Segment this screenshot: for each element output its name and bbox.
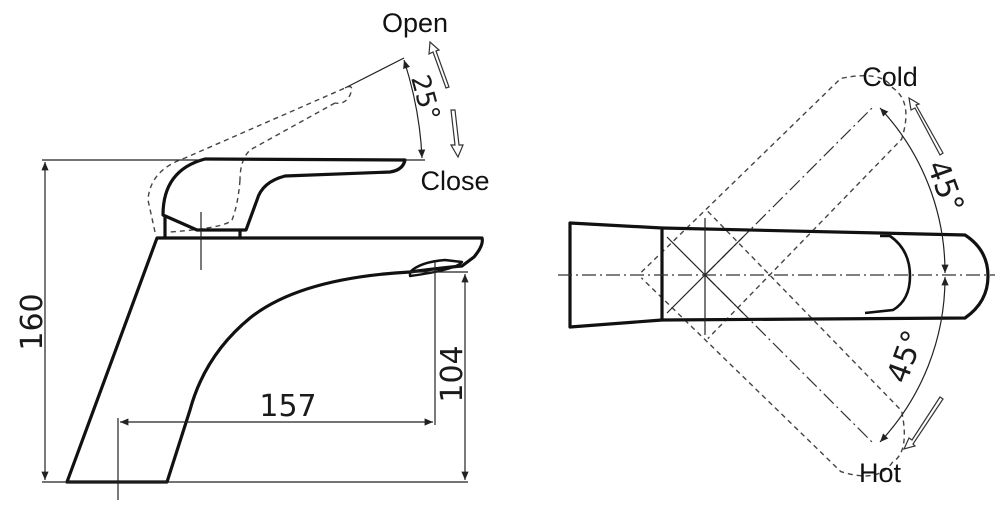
hot-angle-label: 45° <box>881 326 932 388</box>
close-label: Close <box>420 166 489 196</box>
dim-157-label: 157 <box>259 389 316 424</box>
handle-top <box>661 226 990 322</box>
aerator <box>408 258 464 278</box>
cold-angle-arc <box>879 107 949 274</box>
center-mark <box>117 212 202 500</box>
close-arrow-icon <box>449 109 464 159</box>
hot-angle-arc <box>879 276 949 443</box>
lever-base <box>163 216 242 237</box>
hot-label: Hot <box>859 458 902 488</box>
lever-angle-arc <box>403 59 426 159</box>
dim-line-160 <box>42 159 468 483</box>
open-arrow-icon <box>428 40 450 89</box>
hot-arrow-icon <box>902 396 944 450</box>
top-view: 45° 45° Cold Hot <box>558 62 995 488</box>
lever-angle-label: 25° <box>404 72 445 124</box>
spout-body <box>65 236 484 484</box>
cold-label: Cold <box>862 62 918 92</box>
side-view: 160 104 157 25° Open Close <box>15 8 490 500</box>
cold-position-outline <box>640 75 907 340</box>
hot-position-outline <box>640 210 905 477</box>
open-label: Open <box>382 8 448 38</box>
dim-160-label: 160 <box>15 293 50 350</box>
cold-angle-label: 45° <box>919 156 970 218</box>
pivot-cross <box>666 218 744 335</box>
lever <box>161 157 407 232</box>
dim-104-label: 104 <box>435 345 470 402</box>
dim-line-104 <box>410 262 468 425</box>
cold-arrow-icon <box>908 96 944 156</box>
